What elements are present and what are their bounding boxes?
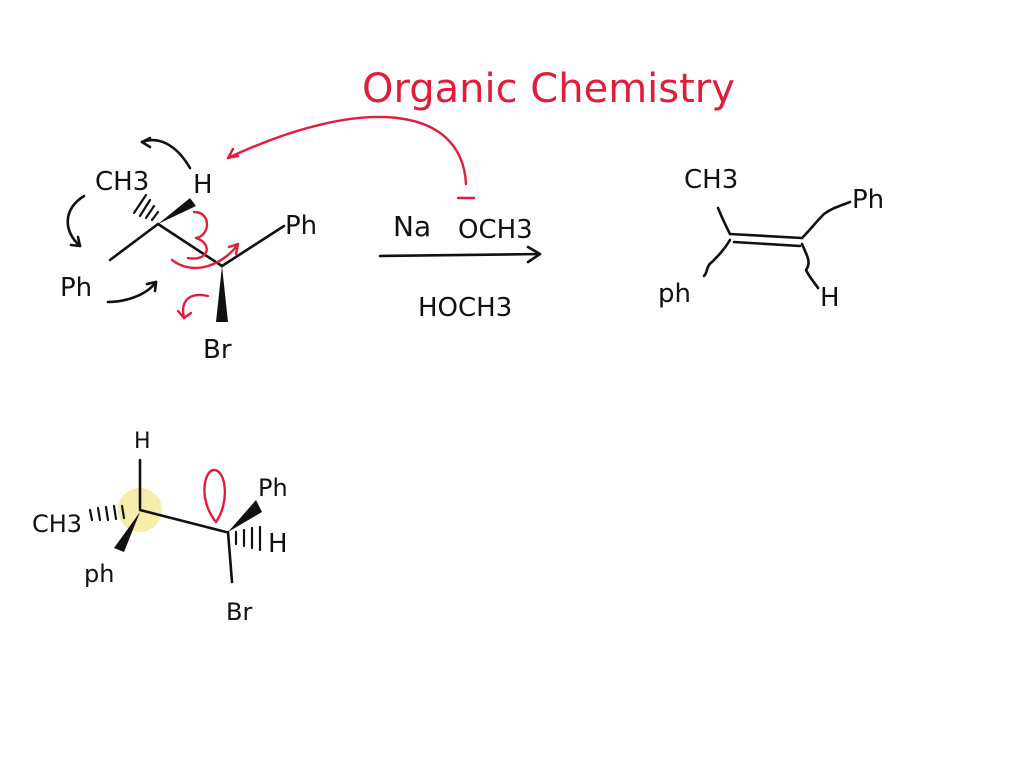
reagent-och3-label: OCH3 <box>458 215 533 245</box>
reaction-arrow-head <box>526 245 542 264</box>
mechanism-arrows <box>170 115 468 320</box>
product-structure: CH3 Ph ph H <box>658 165 884 313</box>
lower-c1-ch3-dash <box>88 504 126 522</box>
reagent-solvent-label: HOCH3 <box>418 293 512 323</box>
lower-c2-ph-wedge <box>228 500 262 532</box>
reactant-br-label: Br <box>203 335 232 365</box>
lower-structure: H CH3 ph Ph H Br <box>32 429 288 626</box>
c1-ph-bond <box>108 222 160 262</box>
product-ph-bottom-label: ph <box>658 279 691 309</box>
rotation-arrow-left-head <box>69 235 82 248</box>
reaction-conditions: Na OCH3 HOCH3 <box>378 196 542 323</box>
reactant-h-label: H <box>193 170 213 200</box>
leaving-group-arrow-head <box>176 309 193 320</box>
lower-ph-left-label: ph <box>84 560 114 588</box>
rotation-arrow-left <box>66 194 86 248</box>
lower-h-right-label: H <box>268 529 288 559</box>
title: Organic Chemistry <box>362 66 735 112</box>
product-ph-top-label: Ph <box>852 185 884 215</box>
p-orbital-lobe <box>203 468 227 524</box>
rotation-arrow-top-head <box>140 136 152 149</box>
product-h-label: H <box>820 283 840 313</box>
ch-bond-electron-arrow <box>186 210 209 260</box>
c2-br-wedge <box>216 266 228 322</box>
rotation-arrow-bottom-head <box>145 280 158 293</box>
product-h-wavy-bond <box>800 242 820 290</box>
lower-c2-h-dash <box>234 525 262 552</box>
product-ph-bottom-wavy-bond <box>702 238 732 278</box>
lower-h-top-label: H <box>134 429 151 454</box>
c1-c2-bond <box>156 222 224 268</box>
reactant-ph-left-label: Ph <box>60 273 92 303</box>
double-bond-line-2 <box>732 240 802 248</box>
lower-c1-ph-wedge <box>114 512 140 552</box>
reactant-ch3-label: CH3 <box>95 167 149 197</box>
lower-c2-br-bond <box>226 530 234 584</box>
rotation-arrow-bottom <box>106 280 158 304</box>
lower-br-label: Br <box>226 598 252 626</box>
lower-ph-right-label: Ph <box>258 474 288 502</box>
reactant-structure: CH3 H Ph Ph Br <box>60 136 317 365</box>
product-ph-wavy-bond <box>800 200 852 240</box>
c1-h-wedge <box>158 198 196 224</box>
lower-c1-c2-bond <box>138 508 228 534</box>
c1-ch3-dash <box>132 193 160 222</box>
reaction-arrow <box>378 252 542 258</box>
double-bond-line-1 <box>728 232 804 240</box>
rotation-arrow-top <box>140 138 192 170</box>
pi-bond-formation-arrow <box>170 242 240 270</box>
lower-ch3-label: CH3 <box>32 510 82 538</box>
reactant-ph-right-label: Ph <box>285 211 317 241</box>
reagent-na-label: Na <box>393 210 431 243</box>
base-attack-arrow-head <box>226 147 240 160</box>
base-attack-arrow <box>226 115 468 186</box>
leaving-group-arrow <box>181 293 210 320</box>
c2-ph-bond <box>220 224 286 268</box>
product-ch3-label: CH3 <box>684 165 738 195</box>
product-ch3-bond <box>716 206 732 236</box>
